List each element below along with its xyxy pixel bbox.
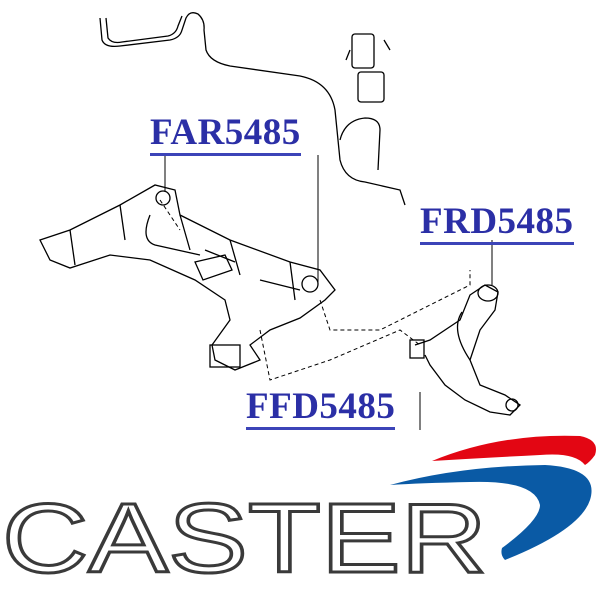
- crossmember: [39, 184, 336, 371]
- logo-text: CASTER: [2, 483, 487, 593]
- part-label-frd5485[interactable]: FRD5485: [420, 203, 574, 245]
- caster-logo-graphic: [390, 435, 596, 560]
- part-label-far5485[interactable]: FAR5485: [150, 114, 301, 156]
- part-label-ffd5485[interactable]: FFD5485: [246, 388, 396, 430]
- lower-control-arm: [409, 284, 522, 416]
- logo-swoosh-red: [432, 435, 596, 465]
- logo-swoosh-blue: [390, 465, 592, 560]
- stabilizer-bar: [99, 12, 406, 206]
- leader-lines: [159, 155, 493, 430]
